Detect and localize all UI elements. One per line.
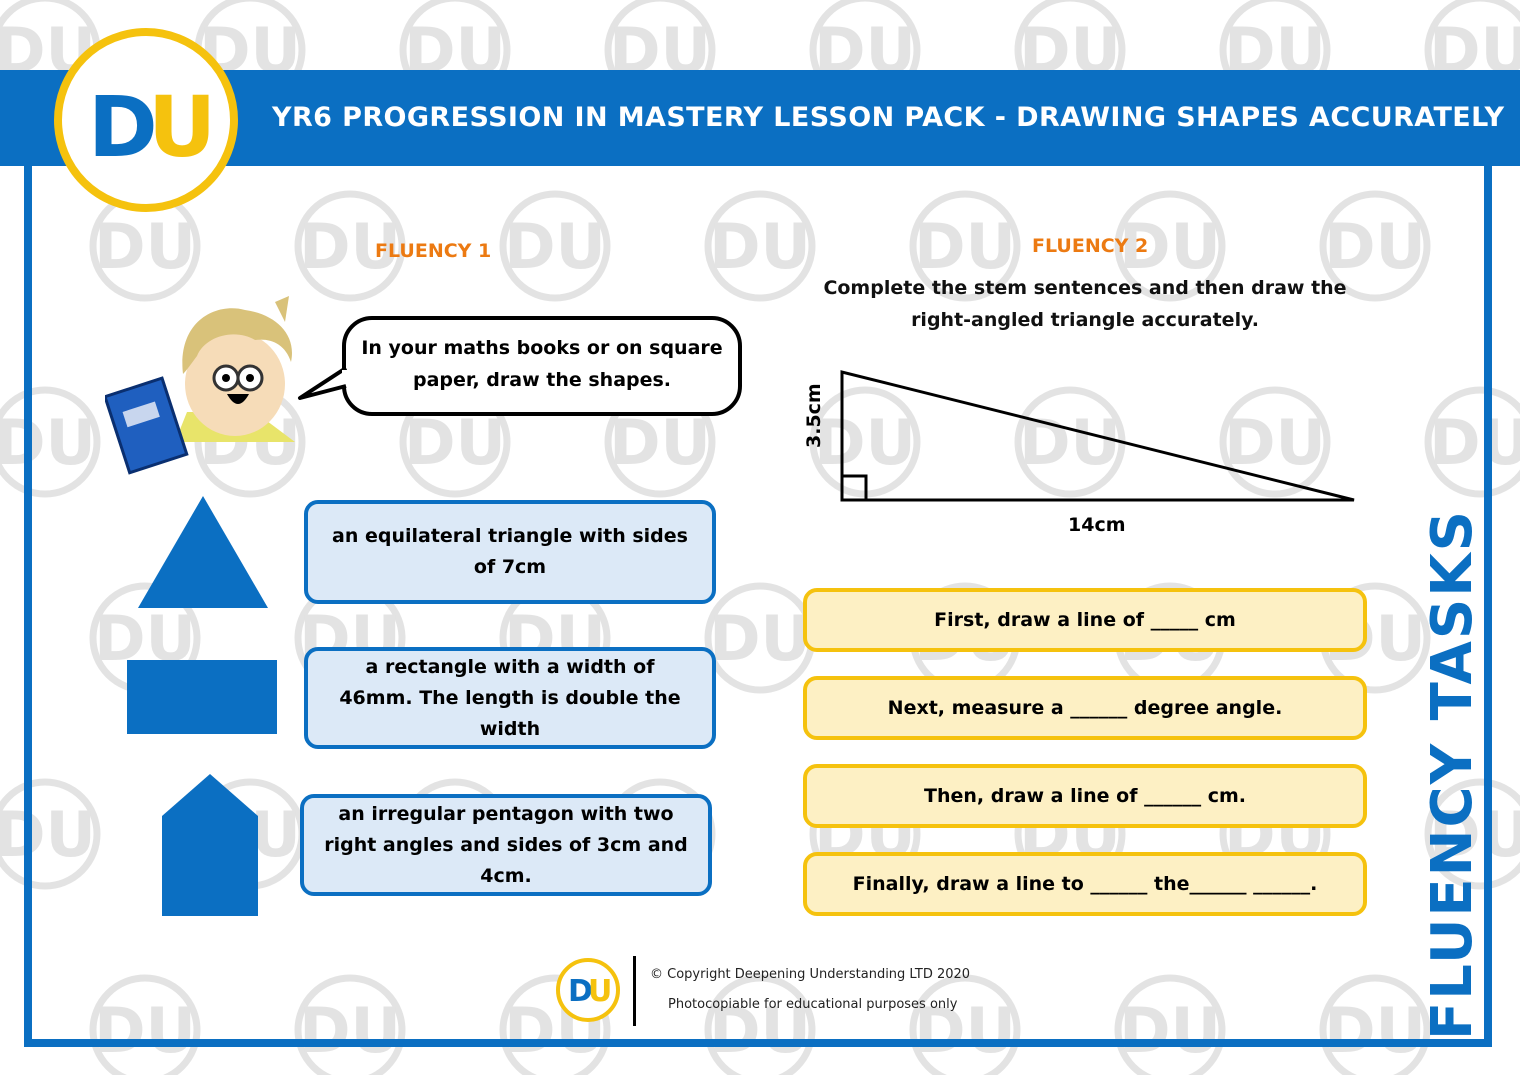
equilateral-triangle-icon xyxy=(138,496,268,608)
stem-sentence-1: First, draw a line of _____ cm xyxy=(803,588,1367,652)
boy-with-book-icon xyxy=(105,296,295,475)
speech-bubble-text: In your maths books or on square paper, … xyxy=(361,337,723,391)
stem-sentence-1-text: First, draw a line of _____ cm xyxy=(934,609,1236,631)
task-text-rectangle: a rectangle with a width of 46mm. The le… xyxy=(339,655,681,740)
rectangle-icon xyxy=(127,660,277,734)
task-box-triangle: an equilateral triangle with sides of 7c… xyxy=(304,500,716,604)
fluency-2-label: FLUENCY 2 xyxy=(1032,235,1149,257)
stem-sentence-2-text: Next, measure a ______ degree angle. xyxy=(887,697,1283,719)
side-title: FLUENCY TASKS xyxy=(1420,509,1485,1040)
du-logo: D U xyxy=(54,28,238,212)
speech-bubble-tail xyxy=(298,368,350,400)
fluency-1-label: FLUENCY 1 xyxy=(375,240,492,262)
height-label: 3.5cm xyxy=(803,383,825,448)
footer-divider xyxy=(633,956,636,1026)
footer-note: Photocopiable for educational purposes o… xyxy=(668,997,958,1012)
footer-logo-u: U xyxy=(588,974,613,1009)
task-box-pentagon: an irregular pentagon with two right ang… xyxy=(300,794,712,896)
footer-copyright: © Copyright Deepening Understanding LTD … xyxy=(650,967,971,982)
page-title: YR6 PROGRESSION IN MASTERY LESSON PACK -… xyxy=(272,102,1505,133)
stem-sentence-4-text: Finally, draw a line to ______ the______… xyxy=(852,873,1318,895)
logo-letter-u: U xyxy=(148,78,217,176)
page-frame xyxy=(24,74,1492,1047)
right-angled-triangle-diagram xyxy=(840,370,1355,502)
task-text-triangle: an equilateral triangle with sides of 7c… xyxy=(332,525,688,578)
logo-letter-d: D xyxy=(88,78,158,176)
pentagon-icon xyxy=(162,774,258,916)
stem-sentence-3-text: Then, draw a line of ______ cm. xyxy=(923,785,1246,807)
stem-sentence-4: Finally, draw a line to ______ the______… xyxy=(803,852,1367,916)
fluency-2-instruction: Complete the stem sentences and then dra… xyxy=(823,277,1347,331)
task-text-pentagon: an irregular pentagon with two right ang… xyxy=(324,802,688,887)
task-box-rectangle: a rectangle with a width of 46mm. The le… xyxy=(304,647,716,749)
stem-sentence-3: Then, draw a line of ______ cm. xyxy=(803,764,1367,828)
footer-logo: D U xyxy=(556,958,620,1022)
stem-sentence-2: Next, measure a ______ degree angle. xyxy=(803,676,1367,740)
speech-bubble xyxy=(342,316,742,416)
header-bar xyxy=(0,70,1520,166)
base-label: 14cm xyxy=(1068,514,1126,536)
footer-logo-d: D xyxy=(568,974,593,1009)
